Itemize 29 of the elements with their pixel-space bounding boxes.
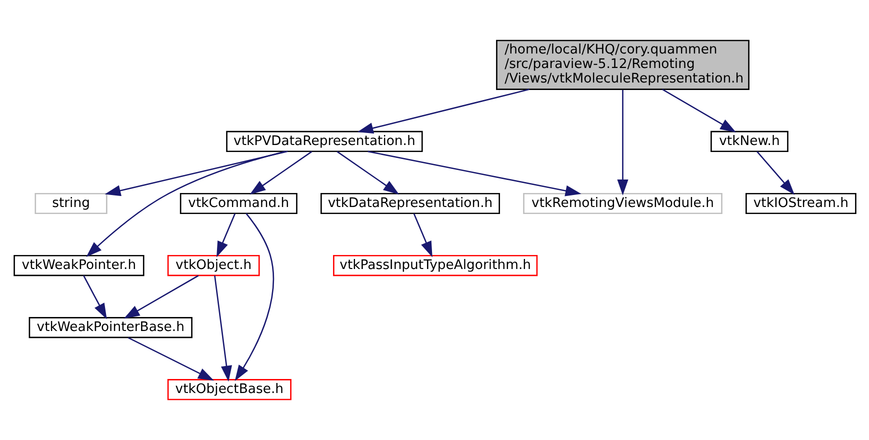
node-box: vtkWeakPointerBase.h	[28, 317, 192, 338]
arrow	[104, 150, 288, 196]
node-box: vtkNew.h	[710, 130, 788, 152]
arrow	[367, 150, 581, 196]
arrow	[662, 88, 736, 132]
arrow	[616, 90, 628, 196]
arrow	[216, 213, 236, 258]
arrow	[82, 275, 106, 320]
arrow	[214, 276, 232, 382]
arrow	[249, 151, 312, 195]
node-box: vtkWeakPointer.h	[13, 254, 144, 276]
arrow	[336, 151, 399, 195]
arrow	[86, 150, 285, 257]
arrow	[234, 213, 274, 381]
node-box: vtkPassInputTypeAlgorithm.h	[332, 254, 538, 276]
node-box: vtkDataRepresentation.h	[320, 192, 500, 214]
arrow	[356, 88, 529, 134]
node-box: vtkIOStream.h	[745, 192, 856, 214]
arrow	[756, 151, 794, 195]
node-box: vtkRemotingViewsModule.h	[522, 192, 722, 214]
node-box: vtkObjectBase.h	[166, 379, 291, 400]
node-box: vtkObject.h	[166, 254, 260, 276]
node-box: /home/local/KHQ/cory.quammen /src/paraview-5.12/Remoting /Views/vtkMoleculeRepresentation.h	[496, 40, 749, 90]
arrow	[412, 213, 432, 258]
node-box: vtkPVDataRepresentation.h	[226, 130, 422, 152]
node-box: string	[34, 192, 107, 214]
node-box: vtkCommand.h	[179, 192, 297, 214]
arrow	[123, 275, 198, 319]
arrow	[127, 337, 214, 381]
